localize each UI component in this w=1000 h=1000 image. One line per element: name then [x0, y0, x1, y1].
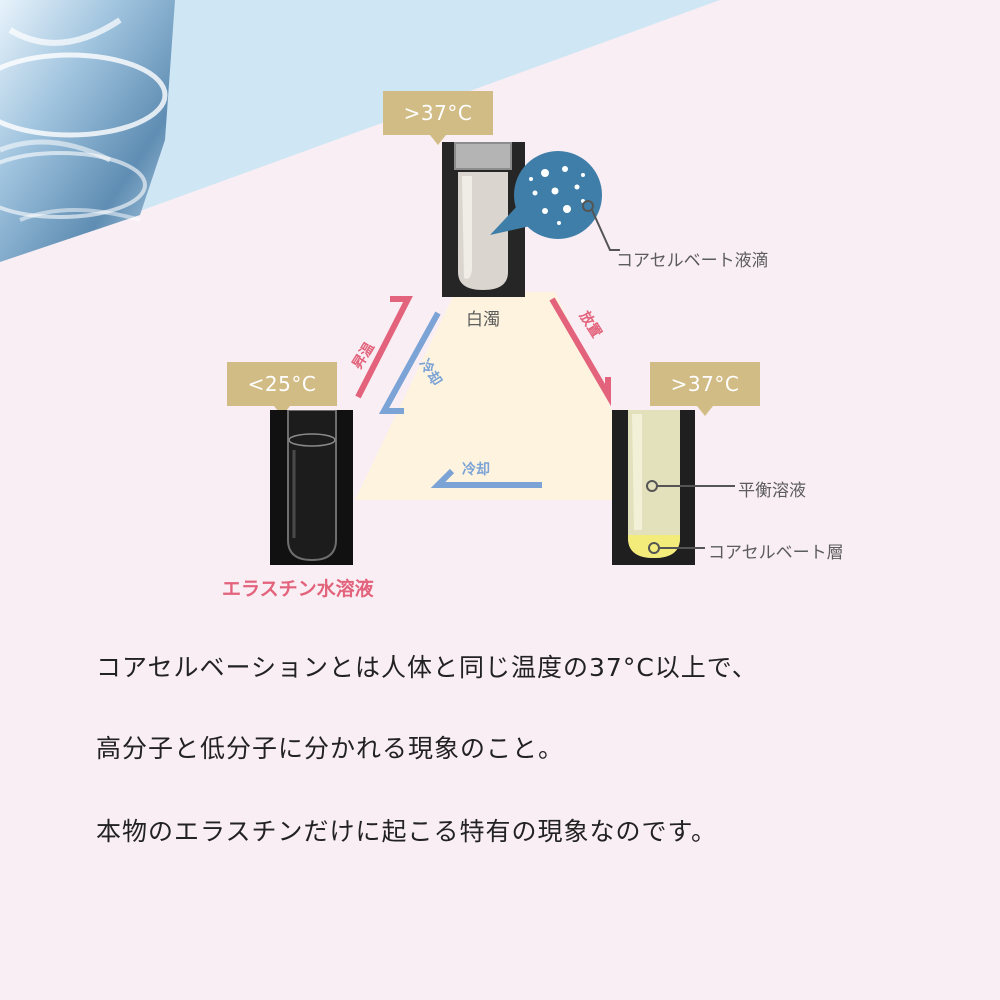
layer-pointer-lines	[646, 480, 735, 554]
description-line-2: 高分子と低分子に分かれる現象のこと。	[96, 734, 565, 763]
droplet-callout-bubble	[490, 151, 602, 239]
clear-tube-photo	[270, 410, 353, 565]
separated-tube-photo	[612, 410, 695, 565]
standing-arrow	[549, 297, 611, 407]
temperature-badge-top: >37°C	[383, 91, 493, 145]
process-arrows	[355, 296, 611, 488]
water-glass-photo	[0, 0, 175, 262]
cooling-label-bottom: 冷却	[462, 462, 490, 478]
temperature-right: >37°C	[670, 372, 740, 396]
heating-arrow	[355, 296, 413, 399]
description-line-1: コアセルベーションとは人体と同じ温度の37°C以上で、	[96, 653, 758, 682]
description-line-3: 本物のエラスチンだけに起こる特有の現象なのです。	[96, 817, 718, 846]
temperature-top: >37°C	[403, 101, 473, 125]
coacervate-droplet-label: コアセルベート液滴	[616, 251, 769, 271]
blue-diagonal-band	[0, 0, 720, 262]
turbid-label: 白濁	[466, 310, 500, 330]
temperature-badge-left: <25°C	[227, 362, 337, 416]
turbid-tube-photo	[442, 142, 525, 297]
temperature-badge-right: >37°C	[650, 362, 760, 416]
elastin-solution-label: エラスチン水溶液	[222, 578, 374, 600]
equilibrium-solution-label: 平衡溶液	[738, 481, 806, 501]
callout-pointer-line	[582, 200, 620, 251]
cooling-arrow-bottom	[430, 468, 542, 488]
coacervate-layer-label: コアセルベート層	[708, 543, 844, 563]
temperature-left: <25°C	[247, 372, 317, 396]
cooling-arrow-left	[378, 311, 441, 414]
